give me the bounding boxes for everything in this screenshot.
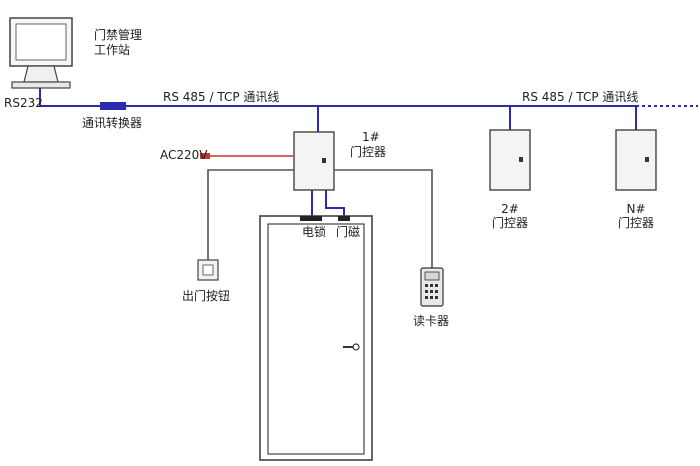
bus-line-left [39,88,318,107]
exit-button-label: 出门按钮 [182,289,231,303]
controller-1-box [293,131,335,191]
converter-label: 通讯转换器 [82,116,143,130]
controller-1-id: 1# [362,130,380,144]
wire-exit-button [207,169,294,260]
wire-card-reader [334,169,433,268]
controller-2-box [489,129,531,191]
controller-n-box [615,129,657,191]
controller-n-id: N# [626,202,646,216]
workstation-label-line2: 工作站 [94,43,131,57]
door-lock-block [300,216,322,221]
door [259,215,373,461]
power-label: AC220V [160,148,208,162]
lock-label: 电锁 [302,225,327,239]
exit-button-device [197,259,219,281]
bus-label-right: RS 485 / TCP 通讯线 [522,90,639,104]
door-knob [352,343,360,351]
wire-magnet [325,190,345,218]
controller-1-name: 门控器 [350,145,387,159]
rs232-label: RS232 [4,96,43,110]
magnet-label: 门磁 [336,225,361,239]
card-reader-label: 读卡器 [413,314,450,328]
workstation-label-line1: 门禁管理 [94,28,143,42]
controller-2-name: 门控器 [491,216,528,230]
converter-block [100,102,126,110]
card-reader-device [420,267,444,307]
power-plug [200,153,210,159]
controller-2-id: 2# [501,202,519,216]
controller-n-name: 门控器 [617,216,654,230]
bus-label-left: RS 485 / TCP 通讯线 [163,90,280,104]
bus-line-right-main [318,105,637,130]
door-magnet-block [338,216,350,221]
workstation-monitor [9,17,73,89]
